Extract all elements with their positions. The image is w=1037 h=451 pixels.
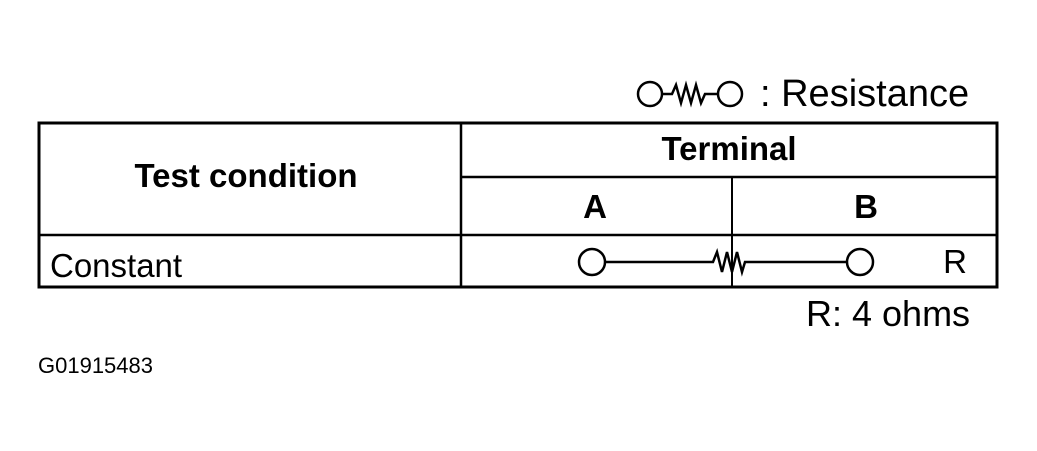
resistance-value-note: R: 4 ohms <box>806 293 971 334</box>
legend: : Resistance <box>634 72 969 116</box>
header-test-condition: Test condition <box>134 157 357 194</box>
header-terminal: Terminal <box>661 130 796 167</box>
legend-label: : Resistance <box>760 73 970 115</box>
row-condition: Constant <box>50 247 182 284</box>
resistance-connection <box>577 247 875 277</box>
header-terminal-a: A <box>583 188 607 225</box>
resistance-symbol-icon <box>636 80 744 108</box>
figure-id: G01915483 <box>38 353 153 378</box>
terminal-b-circle <box>845 247 875 277</box>
table-border <box>37 121 999 289</box>
resistor-line <box>605 247 847 277</box>
row-result: R <box>943 243 967 280</box>
terminal-a-circle <box>577 247 607 277</box>
header-terminal-b: B <box>854 188 878 225</box>
